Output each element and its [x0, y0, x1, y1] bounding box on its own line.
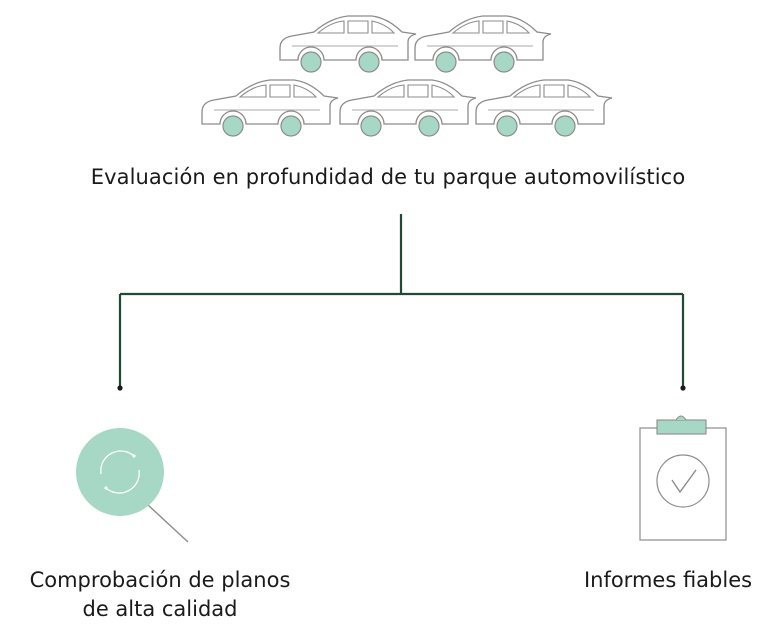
branch-label-line: Comprobación de planos	[29, 568, 291, 592]
connector-dot-right	[680, 385, 686, 391]
magnifier-icon	[76, 428, 189, 543]
branch-label-line: Informes fiables	[583, 568, 753, 592]
car-icon	[279, 15, 417, 73]
diagram-title: Evaluación en profundidad de tu parque a…	[90, 165, 686, 189]
car-icon	[201, 79, 339, 137]
car-icon	[475, 79, 613, 137]
branch-label-reports: Informes fiables	[560, 566, 776, 595]
connector-dot-left	[117, 385, 123, 391]
branch-label-line: de alta calidad	[82, 597, 238, 621]
car-icon	[414, 15, 552, 73]
clipboard-check-icon	[639, 415, 727, 541]
connector-tree	[118, 214, 685, 386]
car-icon	[339, 79, 477, 137]
car-fleet-icon	[201, 15, 613, 137]
branch-label-plans: Comprobación de planos de alta calidad	[0, 566, 320, 624]
